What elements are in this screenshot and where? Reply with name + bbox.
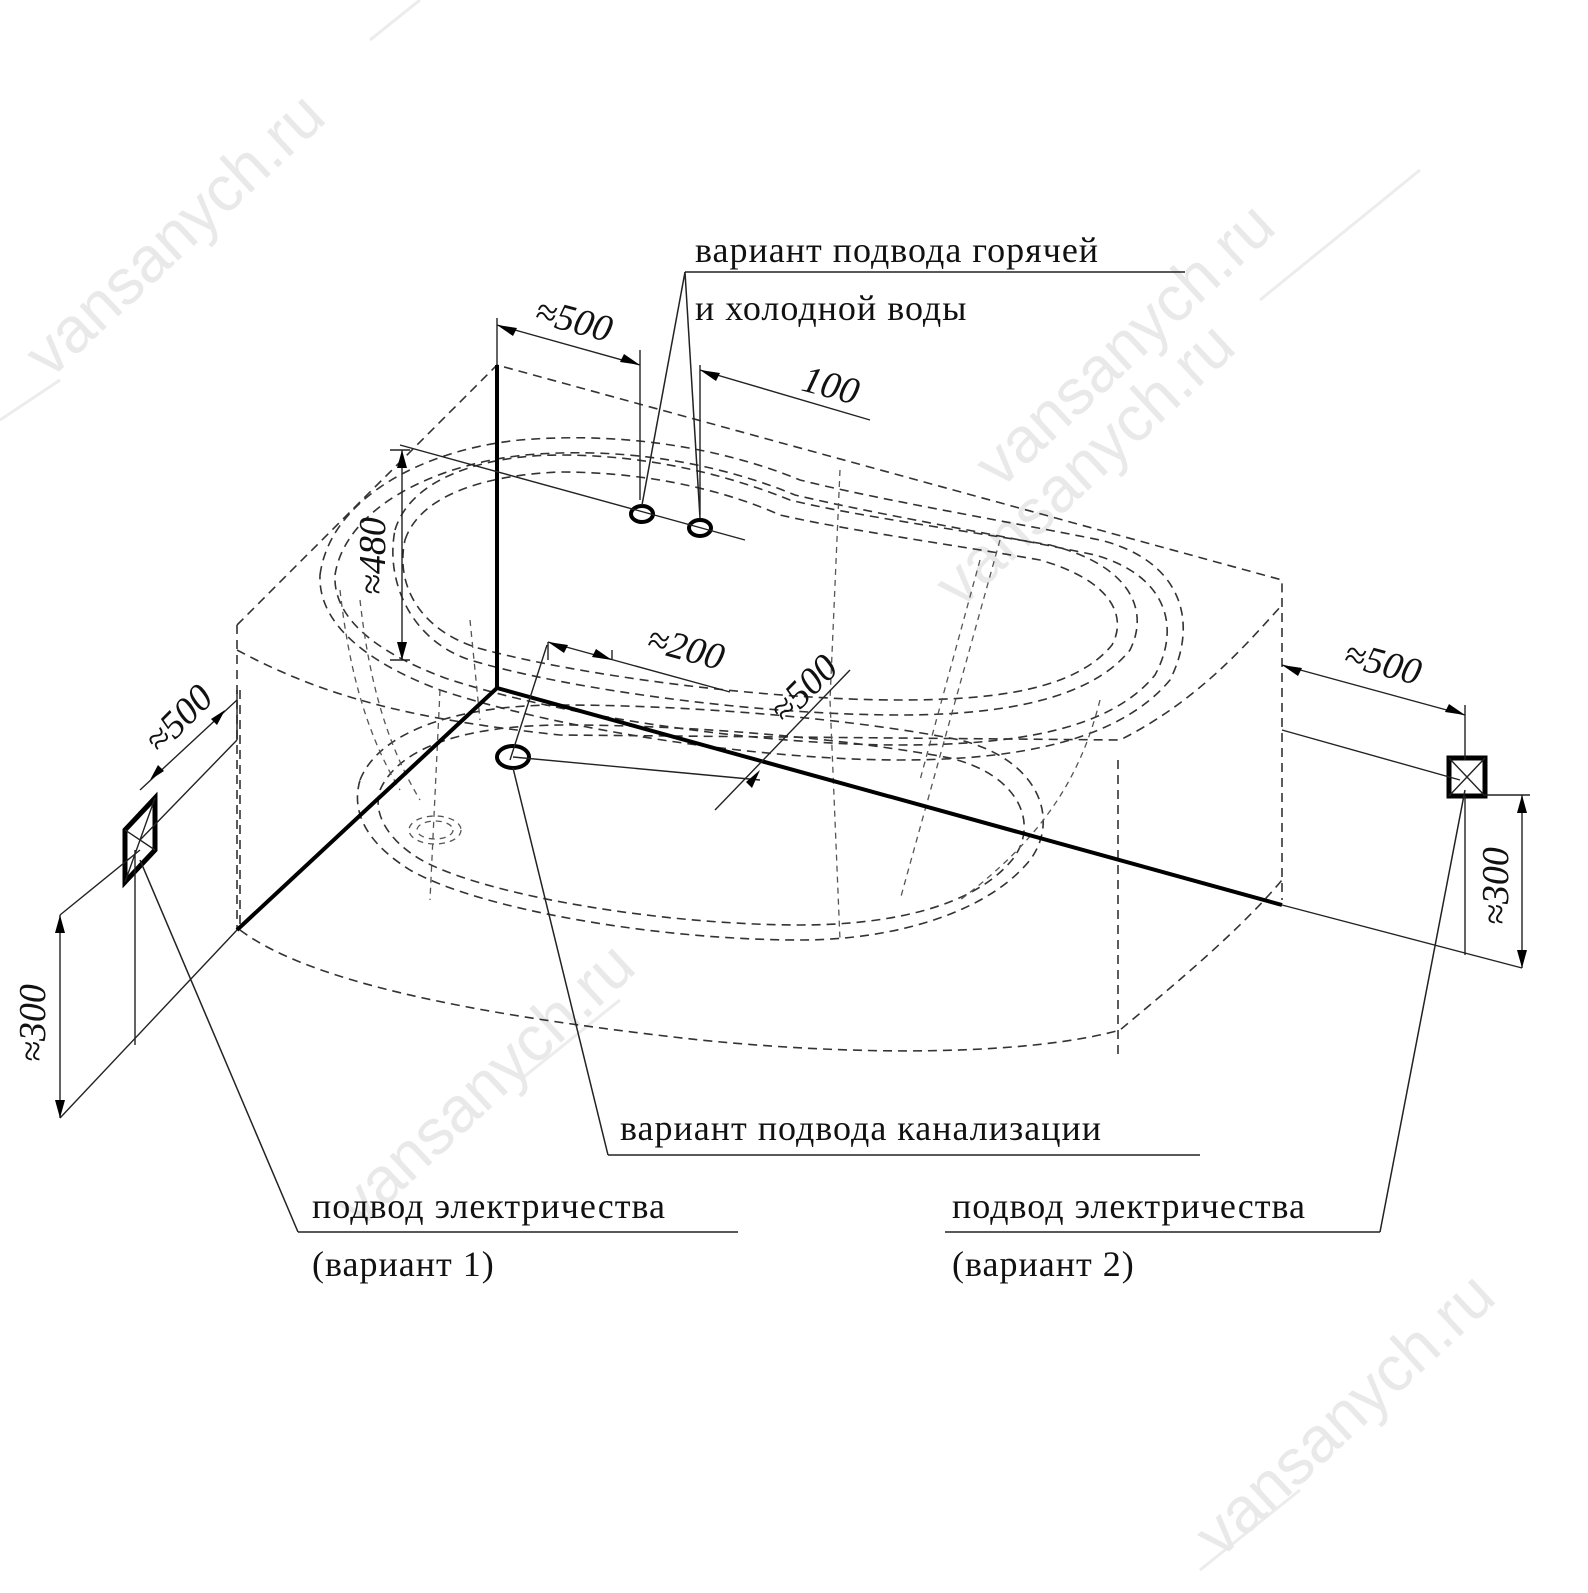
dim-height-480: ≈480	[352, 517, 394, 595]
dim-top-100: 100	[798, 358, 864, 413]
labels: вариант подвода горячей и холодной воды …	[312, 230, 1306, 1284]
water-label-line1: вариант подвода горячей	[695, 230, 1099, 270]
dim-drain-500: ≈500	[762, 647, 847, 732]
sewer-label: вариант подвода канализации	[620, 1108, 1102, 1148]
electric-2-label-line2: (вариант 2)	[952, 1244, 1135, 1284]
electrical-box-right	[1446, 755, 1488, 799]
dimension-lines	[55, 318, 1530, 1119]
electric-1-label-line1: подвод электричества	[312, 1186, 666, 1226]
dim-left-500: ≈500	[137, 677, 222, 762]
label-leaders	[139, 271, 1466, 1233]
dim-left-300: ≈300	[12, 984, 54, 1062]
electric-2-label-line1: подвод электричества	[952, 1186, 1306, 1226]
watermark-text-1: vansanych.ru	[10, 78, 337, 390]
water-outlets	[399, 444, 746, 541]
cold-water-outlet	[687, 518, 713, 538]
dim-top-500: ≈500	[531, 290, 617, 351]
water-label-line2: и холодной воды	[695, 288, 967, 328]
dim-right-300: ≈300	[1475, 847, 1517, 925]
bathtub-outline	[236, 364, 1283, 1060]
electric-1-label-line2: (вариант 1)	[312, 1244, 495, 1284]
axis-lines	[235, 365, 1283, 932]
dim-drain-200: ≈200	[643, 618, 729, 679]
watermark-text-5: vansanych.ru	[1180, 1258, 1507, 1570]
